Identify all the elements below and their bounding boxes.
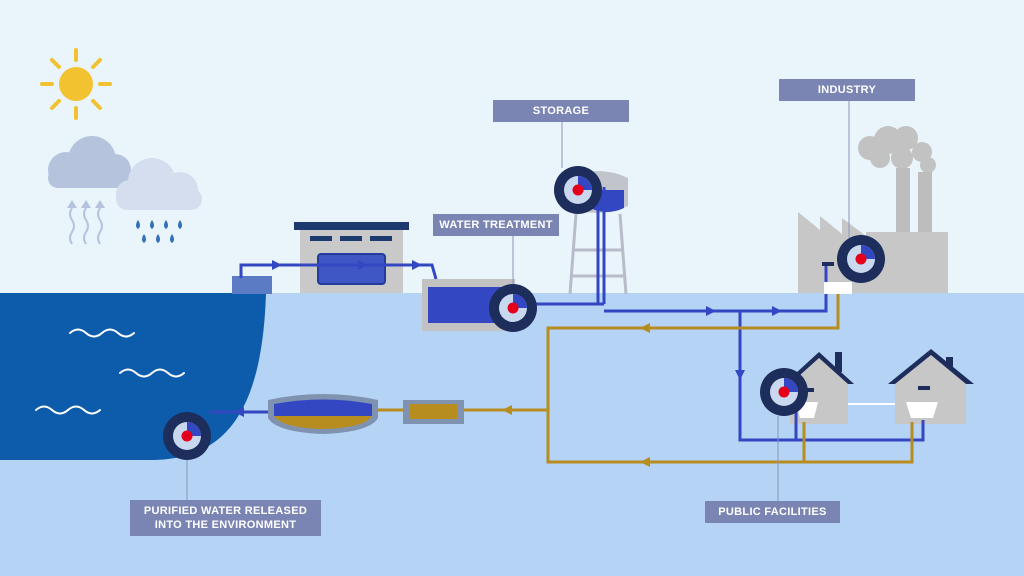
water-treatment-label: WATER TREATMENT — [433, 214, 559, 236]
faucet-icon — [822, 262, 852, 294]
purified-water-label-line1: PURIFIED WATER RELEASED — [143, 505, 308, 517]
industry-label: INDUSTRY — [779, 79, 915, 101]
clean-flow-arrows — [234, 260, 782, 417]
sensor-icon — [760, 368, 808, 416]
sensor-icon — [163, 412, 211, 460]
callout-leaders — [186, 99, 850, 501]
sensor-icon — [489, 284, 537, 332]
storage-label: STORAGE — [493, 100, 629, 122]
sensor-icon — [837, 235, 885, 283]
evaporation-cloud-icon — [48, 136, 132, 245]
purified-water-label: PURIFIED WATER RELEASED INTO THE ENVIRON… — [130, 500, 321, 536]
sedimentation-tank-icon — [268, 394, 378, 434]
sun-icon — [40, 48, 112, 120]
waves-icon — [35, 328, 185, 415]
faucet-icon — [906, 386, 938, 418]
sensor-icon — [554, 166, 602, 214]
filter-icon — [403, 400, 464, 424]
pump-house-icon — [294, 222, 409, 293]
public-facilities-label: PUBLIC FACILITIES — [705, 501, 840, 523]
intake-structure — [232, 276, 272, 294]
clean-water-pipes — [210, 187, 925, 442]
rain-cloud-icon — [116, 158, 202, 243]
waste-flow-arrows — [502, 323, 650, 467]
purified-water-label-line2: INTO THE ENVIRONMENT — [154, 519, 297, 531]
